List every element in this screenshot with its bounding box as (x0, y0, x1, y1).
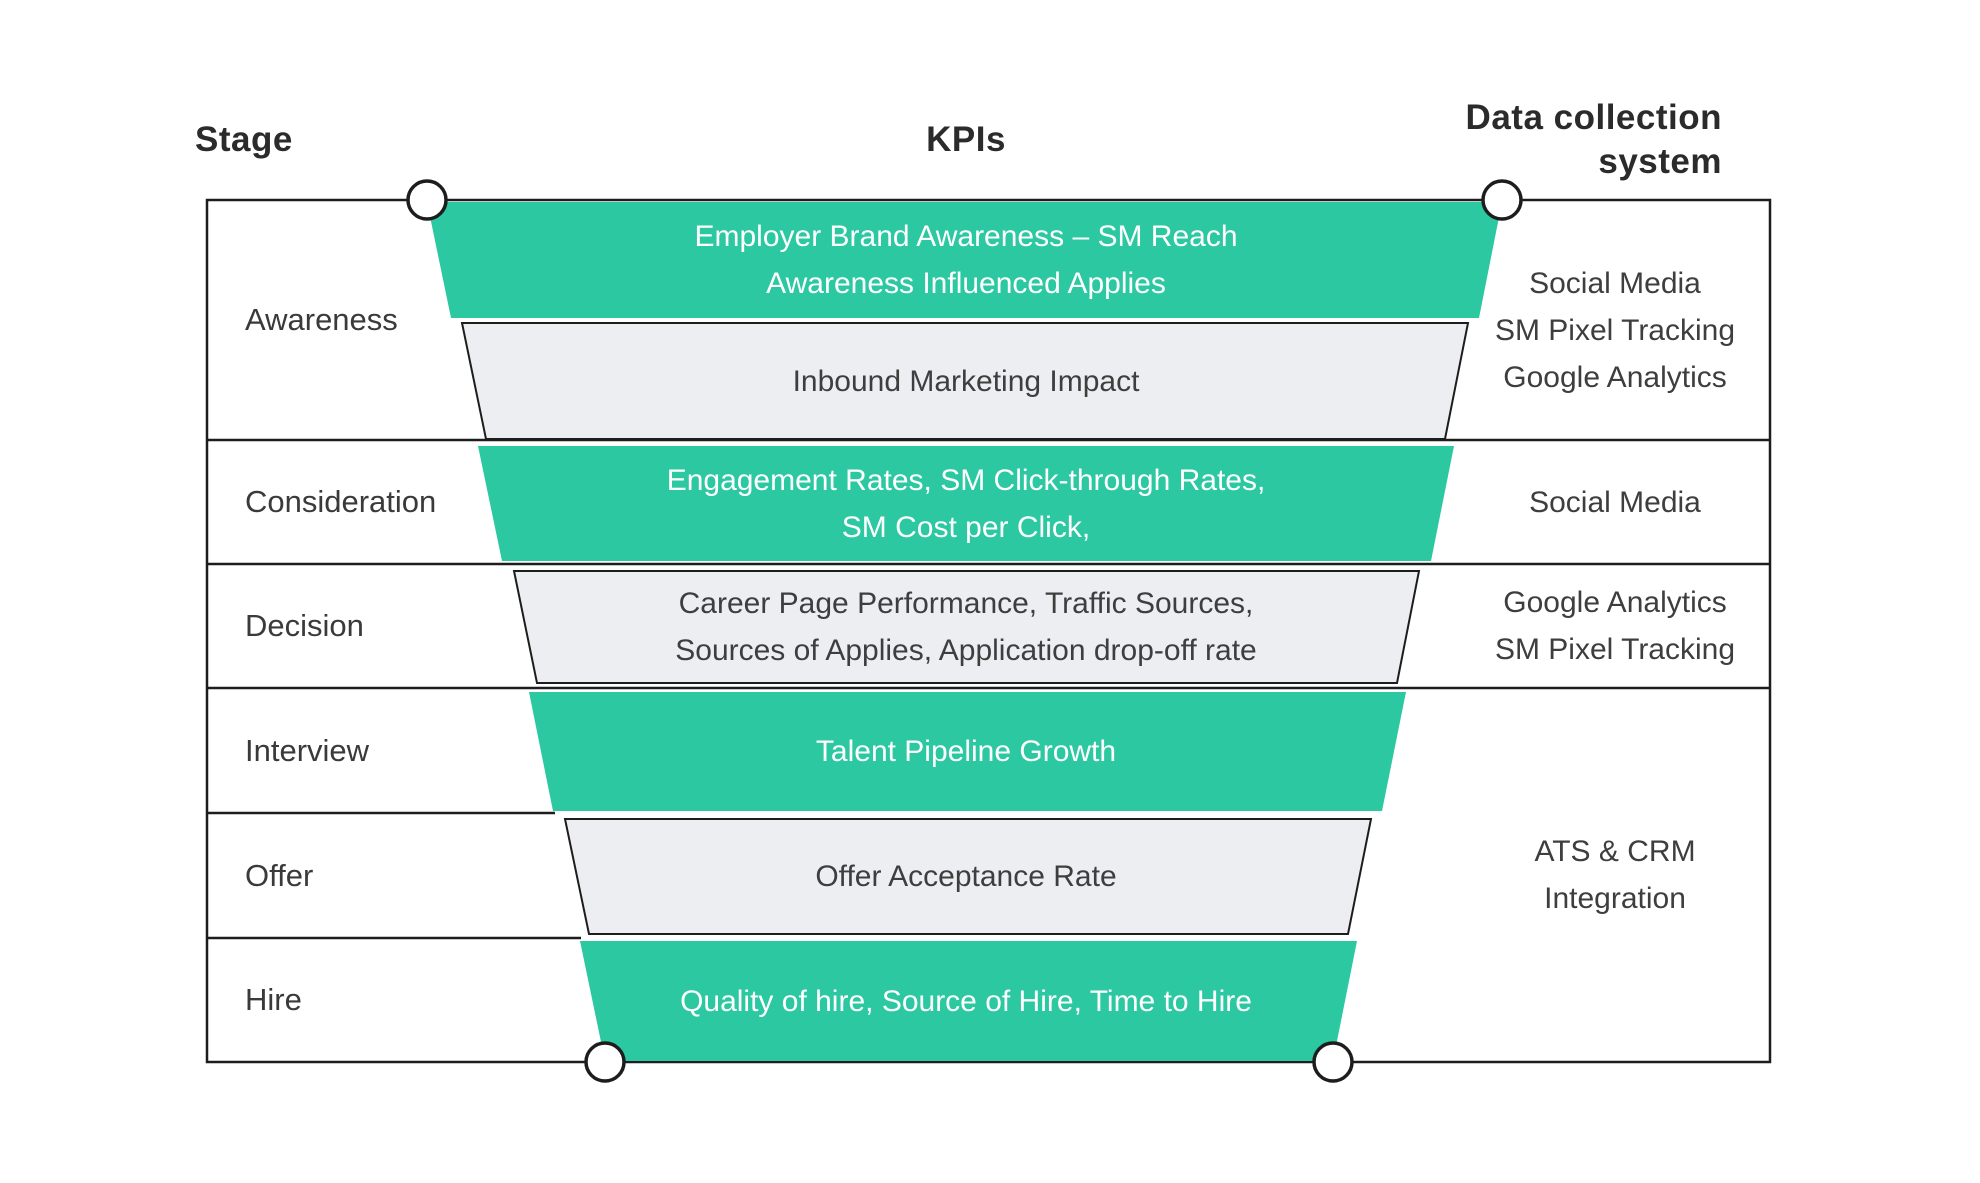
data-system-line: Social Media (1529, 266, 1701, 300)
data-system-cell-consideration: Social Media (1462, 440, 1768, 564)
stage-label-interview: Interview (245, 732, 370, 768)
column-header-data-collection: Data collection system (1380, 96, 1722, 184)
data-system-line: Google Analytics (1503, 360, 1727, 394)
stage-label-consideration: Consideration (245, 484, 437, 519)
funnel-band-awareness-green (427, 202, 1502, 318)
column-header-stage: Stage (195, 120, 293, 159)
data-system-cell-interview-offer-hire: ATS & CRM Integration (1462, 688, 1768, 1062)
kpi-band-text-consideration: Engagement Rates, SM Click-through Rates… (380, 446, 1552, 561)
data-system-cell-awareness: Social Media SM Pixel Tracking Google An… (1462, 205, 1768, 455)
kpi-band-text-offer: Offer Acceptance Rate (380, 819, 1552, 934)
kpi-line: Sources of Applies, Application drop-off… (675, 634, 1257, 667)
kpi-line: Engagement Rates, SM Click-through Rates… (666, 463, 1266, 497)
data-system-line: Social Media (1529, 485, 1701, 519)
kpi-band-text-interview: Talent Pipeline Growth (380, 692, 1552, 811)
connector-circle-top-right (1481, 179, 1523, 221)
stage-label-decision: Decision (245, 608, 364, 643)
stage-label-hire: Hire (245, 982, 302, 1017)
kpi-line: Offer Acceptance Rate (815, 860, 1117, 893)
data-system-line: SM Pixel Tracking (1494, 313, 1736, 347)
column-header-data-collection-line2: system (1598, 142, 1722, 181)
data-system-line: Google Analytics (1503, 586, 1727, 619)
data-system-cell-decision: Google Analytics SM Pixel Tracking (1462, 564, 1768, 688)
data-system-line: Integration (1544, 882, 1686, 915)
data-system-line: ATS & CRM (1534, 835, 1696, 868)
funnel-band-decision (512, 570, 1421, 684)
funnel-band-awareness-gray (460, 322, 1470, 440)
kpi-line: Inbound Marketing Impact (792, 364, 1140, 398)
table-outer-border (205, 198, 1772, 1064)
column-header-data-collection-line1: Data collection (1465, 98, 1722, 137)
kpi-line: Quality of hire, Source of Hire, Time to… (680, 984, 1252, 1018)
stage-label-awareness: Awareness (245, 302, 398, 337)
column-header-kpis: KPIs (926, 120, 1006, 159)
kpi-line: SM Cost per Click, (841, 510, 1091, 544)
funnel-band-interview (529, 692, 1406, 811)
data-system-line: SM Pixel Tracking (1494, 633, 1736, 666)
kpi-band-text-decision: Career Page Performance, Traffic Sources… (380, 571, 1552, 683)
kpi-band-text-hire: Quality of hire, Source of Hire, Time to… (380, 941, 1552, 1061)
funnel-band-hire (580, 941, 1357, 1061)
kpi-line: Awareness Influenced Applies (766, 266, 1166, 300)
stage-label-offer: Offer (245, 857, 314, 893)
kpi-line: Employer Brand Awareness – SM Reach (694, 219, 1238, 253)
kpi-line: Talent Pipeline Growth (815, 735, 1117, 768)
connector-circle-top-left (406, 179, 448, 221)
kpi-band-text-awareness-gray: Inbound Marketing Impact (380, 323, 1552, 439)
kpi-line: Career Page Performance, Traffic Sources… (678, 587, 1254, 620)
funnel-band-consideration (478, 446, 1454, 561)
connector-circle-bottom-left (584, 1041, 626, 1083)
connector-circle-bottom-right (1312, 1041, 1354, 1083)
kpi-band-text-awareness-green: Employer Brand Awareness – SM Reach Awar… (380, 202, 1552, 317)
funnel-band-offer (563, 818, 1373, 935)
